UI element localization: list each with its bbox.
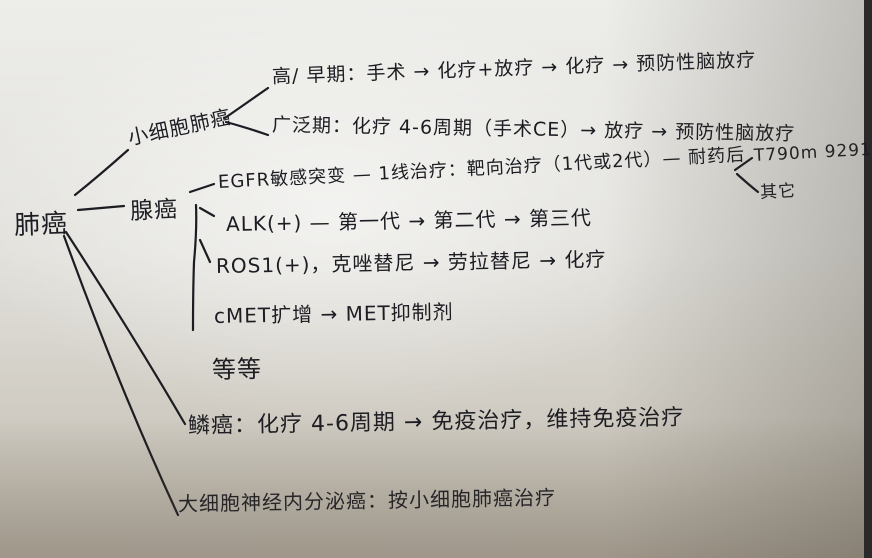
- line-resistance-to-other: [735, 172, 760, 194]
- node-etc: 等等: [211, 355, 263, 384]
- node-adenocarcinoma: 腺癌: [129, 196, 179, 225]
- node-cmet: cMET扩增 → MET抑制剂: [213, 299, 454, 328]
- line-adeno-to-egfr: [188, 182, 216, 194]
- line-small-cell-to-early: [223, 86, 270, 120]
- line-root-to-adeno: [76, 204, 126, 212]
- line-root-to-small-cell: [73, 148, 130, 197]
- line-adeno-bracket: [191, 203, 198, 332]
- line-root-to-squamous: [64, 230, 187, 426]
- node-other: 其它: [759, 181, 797, 203]
- root-lung-cancer: 肺癌: [13, 209, 69, 241]
- line-resistance-to-t790m: [733, 156, 754, 172]
- line-root-to-large-cell: [62, 234, 180, 517]
- line-bracket-alk: [198, 206, 216, 218]
- line-bracket-ros: [198, 238, 212, 264]
- line-small-cell-to-late: [224, 120, 270, 137]
